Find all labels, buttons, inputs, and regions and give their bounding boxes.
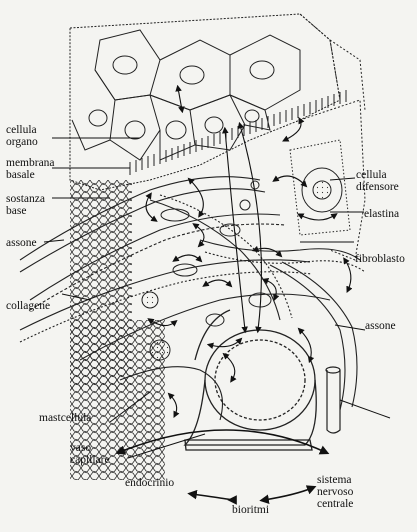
label-collagene: collagene [6, 300, 51, 312]
interaction-arrows [145, 84, 353, 418]
label-endocrinio: endocrinio [125, 477, 175, 489]
capillary-vessel [183, 309, 317, 451]
label-assone-right: assone [365, 320, 396, 332]
axon-right-tube [325, 366, 341, 434]
label-sistema-nervoso-centrale: sistema nervoso centrale [317, 474, 354, 510]
label-bioritmi: bioritmi [232, 504, 270, 516]
label-cellula-difensore: cellula difensore [356, 169, 399, 193]
label-membrana-basale: membrana basale [6, 157, 55, 181]
system-arrows [115, 429, 330, 505]
right-tissue [289, 99, 366, 261]
label-assone-left: assone [6, 237, 37, 249]
label-elastina: elastina [364, 208, 400, 220]
label-fibroblasto: fibroblasto [355, 253, 405, 265]
label-cellula-organo: cellula organo [6, 124, 38, 148]
leader-lines [43, 137, 391, 459]
label-mastcellula: mastcellula [39, 412, 92, 424]
epithelium-layer [69, 13, 366, 191]
label-sostanza-base: sostanza base [6, 193, 45, 217]
label-vaso-capillare: vaso capillare [70, 442, 110, 466]
microvilli [129, 90, 347, 175]
